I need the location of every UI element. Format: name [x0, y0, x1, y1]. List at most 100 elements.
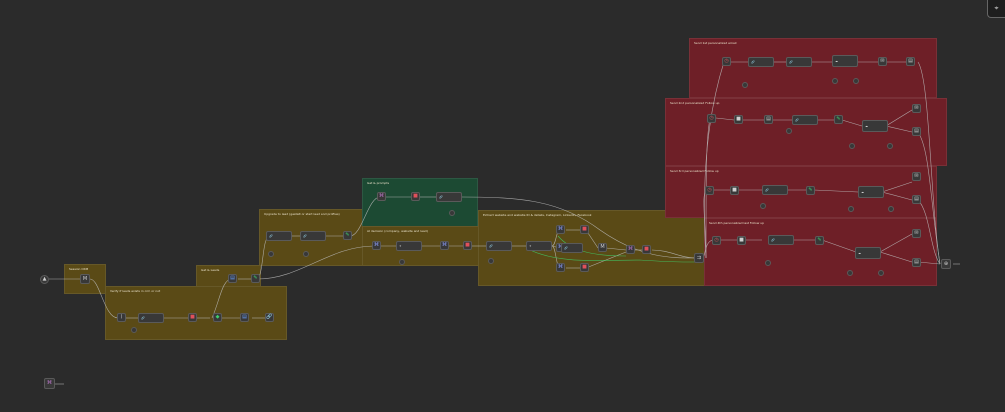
email3-set[interactable]: ✎ — [806, 186, 815, 195]
wait-icon: ◷ — [707, 187, 712, 193]
email2-update[interactable]: ▤ — [912, 127, 921, 136]
email2-send[interactable]: ✉ — [912, 104, 921, 113]
email2-ai[interactable]: ☁ — [862, 120, 888, 132]
email3-wait[interactable]: ◷ — [705, 186, 714, 195]
extract-branch-bottom-2[interactable]: ■ — [580, 263, 589, 272]
email4-sub-3[interactable] — [878, 270, 884, 276]
email4-set[interactable]: ✎ — [815, 236, 824, 245]
group-send-4th-followup[interactable]: Send 4th personalized last Follow up — [704, 218, 937, 286]
email2-wait[interactable]: ◷ — [707, 114, 716, 123]
email3-sub-3[interactable] — [888, 206, 894, 212]
email4-sub-1[interactable] — [765, 260, 771, 266]
code-icon: ⌘ — [558, 264, 563, 270]
http-node-verify[interactable]: 🔗 — [265, 313, 274, 322]
ai-decision-code[interactable]: ⌘ — [440, 241, 449, 250]
email2-sheet[interactable]: ▤ — [764, 115, 773, 124]
extract-branch-bottom[interactable]: ⌘ — [556, 263, 565, 272]
prompt-stop-node[interactable]: ■ — [411, 192, 420, 201]
email2-stop[interactable]: ■ — [734, 115, 743, 124]
sheets-icon: ▤ — [914, 259, 919, 265]
upgrade-sub-1[interactable] — [268, 251, 274, 257]
stop-icon: ■ — [465, 242, 470, 248]
extract-merge-1[interactable]: M — [598, 243, 607, 252]
extract-http-node[interactable]: 🔗 — [486, 241, 512, 251]
email4-http[interactable]: 🔗 — [768, 235, 794, 245]
group-send-1st-email[interactable]: Send 1st personalized email — [689, 38, 937, 98]
group-get-prompts[interactable]: Get & prompts — [362, 178, 478, 227]
email2-set[interactable]: ✎ — [834, 115, 843, 124]
ai-decision-sub[interactable] — [399, 259, 405, 265]
group-send-2nd-followup[interactable]: Send 2nd personalized Follow up — [665, 98, 947, 166]
email1-update[interactable]: ▤ — [906, 57, 915, 66]
email1-http-1[interactable]: 🔗 — [748, 57, 774, 67]
email2-http[interactable]: 🔗 — [792, 115, 818, 125]
ai-decision-agent[interactable]: ✦ — [396, 241, 422, 251]
email3-http[interactable]: 🔗 — [762, 185, 788, 195]
extract-ai-node[interactable]: ✦ — [526, 241, 552, 251]
canvas-control-button[interactable]: ⌖ — [987, 0, 1005, 18]
extract-sub-1[interactable] — [488, 258, 494, 264]
group-title: Extract website and website ID & details… — [483, 213, 592, 217]
sheets-icon: ▤ — [914, 196, 919, 202]
email1-ai[interactable]: ☁ — [832, 55, 858, 67]
email3-stop[interactable]: ■ — [730, 186, 739, 195]
upgrade-sub-2[interactable] — [303, 251, 309, 257]
stop-node[interactable]: ■ — [188, 313, 197, 322]
email1-send[interactable]: ✉ — [878, 57, 887, 66]
extract-branch-top[interactable]: ⌘ — [556, 225, 565, 234]
extract-stop[interactable]: ■ — [642, 245, 651, 254]
email1-sub-3[interactable] — [853, 78, 859, 84]
if-node-leads[interactable]: ⟩ — [117, 313, 126, 322]
gmail-icon: ✉ — [914, 173, 919, 179]
upgrade-lead-node-1[interactable]: 🔗 — [266, 231, 292, 241]
session-crm-node[interactable]: M — [80, 274, 90, 284]
http-icon: 🔗 — [141, 315, 145, 320]
email3-update[interactable]: ▤ — [912, 195, 921, 204]
code-icon: ⌘ — [47, 380, 52, 386]
email4-send[interactable]: ✉ — [912, 229, 921, 238]
openai-icon: ☁ — [861, 189, 864, 194]
group-extract-website[interactable]: Extract website and website ID & details… — [478, 210, 705, 286]
link-icon: 🔗 — [266, 314, 273, 320]
email3-send[interactable]: ✉ — [912, 172, 921, 181]
email1-sub-1[interactable] — [742, 82, 748, 88]
email1-sub-2[interactable] — [832, 78, 838, 84]
email4-ai[interactable]: ☁ — [855, 247, 881, 259]
email1-wait[interactable]: ◷ — [722, 57, 731, 66]
upgrade-lead-node-2[interactable]: 🔗 — [300, 231, 326, 241]
filter-node[interactable]: ◆ — [213, 313, 222, 322]
ai-decision-start[interactable]: ⌘ — [372, 241, 381, 250]
extract-branch-top-2[interactable]: ■ — [580, 225, 589, 234]
extract-branch-mid-2[interactable]: 🔗 — [561, 243, 583, 253]
prompt-sub-node[interactable] — [449, 210, 455, 216]
secondary-trigger-node[interactable]: ⌘ — [44, 378, 55, 389]
gmail-icon: ✉ — [880, 58, 885, 64]
sheets-node[interactable]: ▤ — [240, 313, 249, 322]
http-icon: 🔗 — [439, 194, 443, 199]
email2-sub-3[interactable] — [887, 143, 893, 149]
helper-node[interactable] — [131, 327, 137, 333]
email2-sub-1[interactable] — [786, 128, 792, 134]
end-node[interactable]: ⊕ — [941, 259, 951, 269]
email3-ai[interactable]: ☁ — [858, 186, 884, 198]
if-icon: ⟩ — [120, 314, 123, 320]
prompt-http-node[interactable]: 🔗 — [436, 192, 462, 202]
email4-sub-2[interactable] — [847, 270, 853, 276]
upgrade-set-node[interactable]: ✎ — [343, 231, 352, 240]
email4-update[interactable]: ▤ — [912, 258, 921, 267]
switch-node[interactable]: ⇉ — [694, 253, 704, 263]
email4-wait[interactable]: ◷ — [712, 236, 721, 245]
get-leads-node[interactable]: ▤ — [228, 274, 237, 283]
extract-merge-2[interactable]: ⌘ — [626, 245, 635, 254]
email1-http-2[interactable]: 🔗 — [786, 57, 812, 67]
email2-sub-2[interactable] — [849, 143, 855, 149]
set-leads-node[interactable]: ✎ — [251, 274, 260, 283]
email3-sub-1[interactable] — [760, 203, 766, 209]
trigger-node[interactable]: ▲ — [40, 275, 49, 284]
search-crm-node[interactable]: 🔗 — [138, 313, 164, 323]
prompt-trigger-node[interactable]: ⌘ — [377, 192, 386, 201]
ai-decision-stop[interactable]: ■ — [463, 241, 472, 250]
email4-stop[interactable]: ■ — [737, 236, 746, 245]
email3-sub-2[interactable] — [848, 206, 854, 212]
